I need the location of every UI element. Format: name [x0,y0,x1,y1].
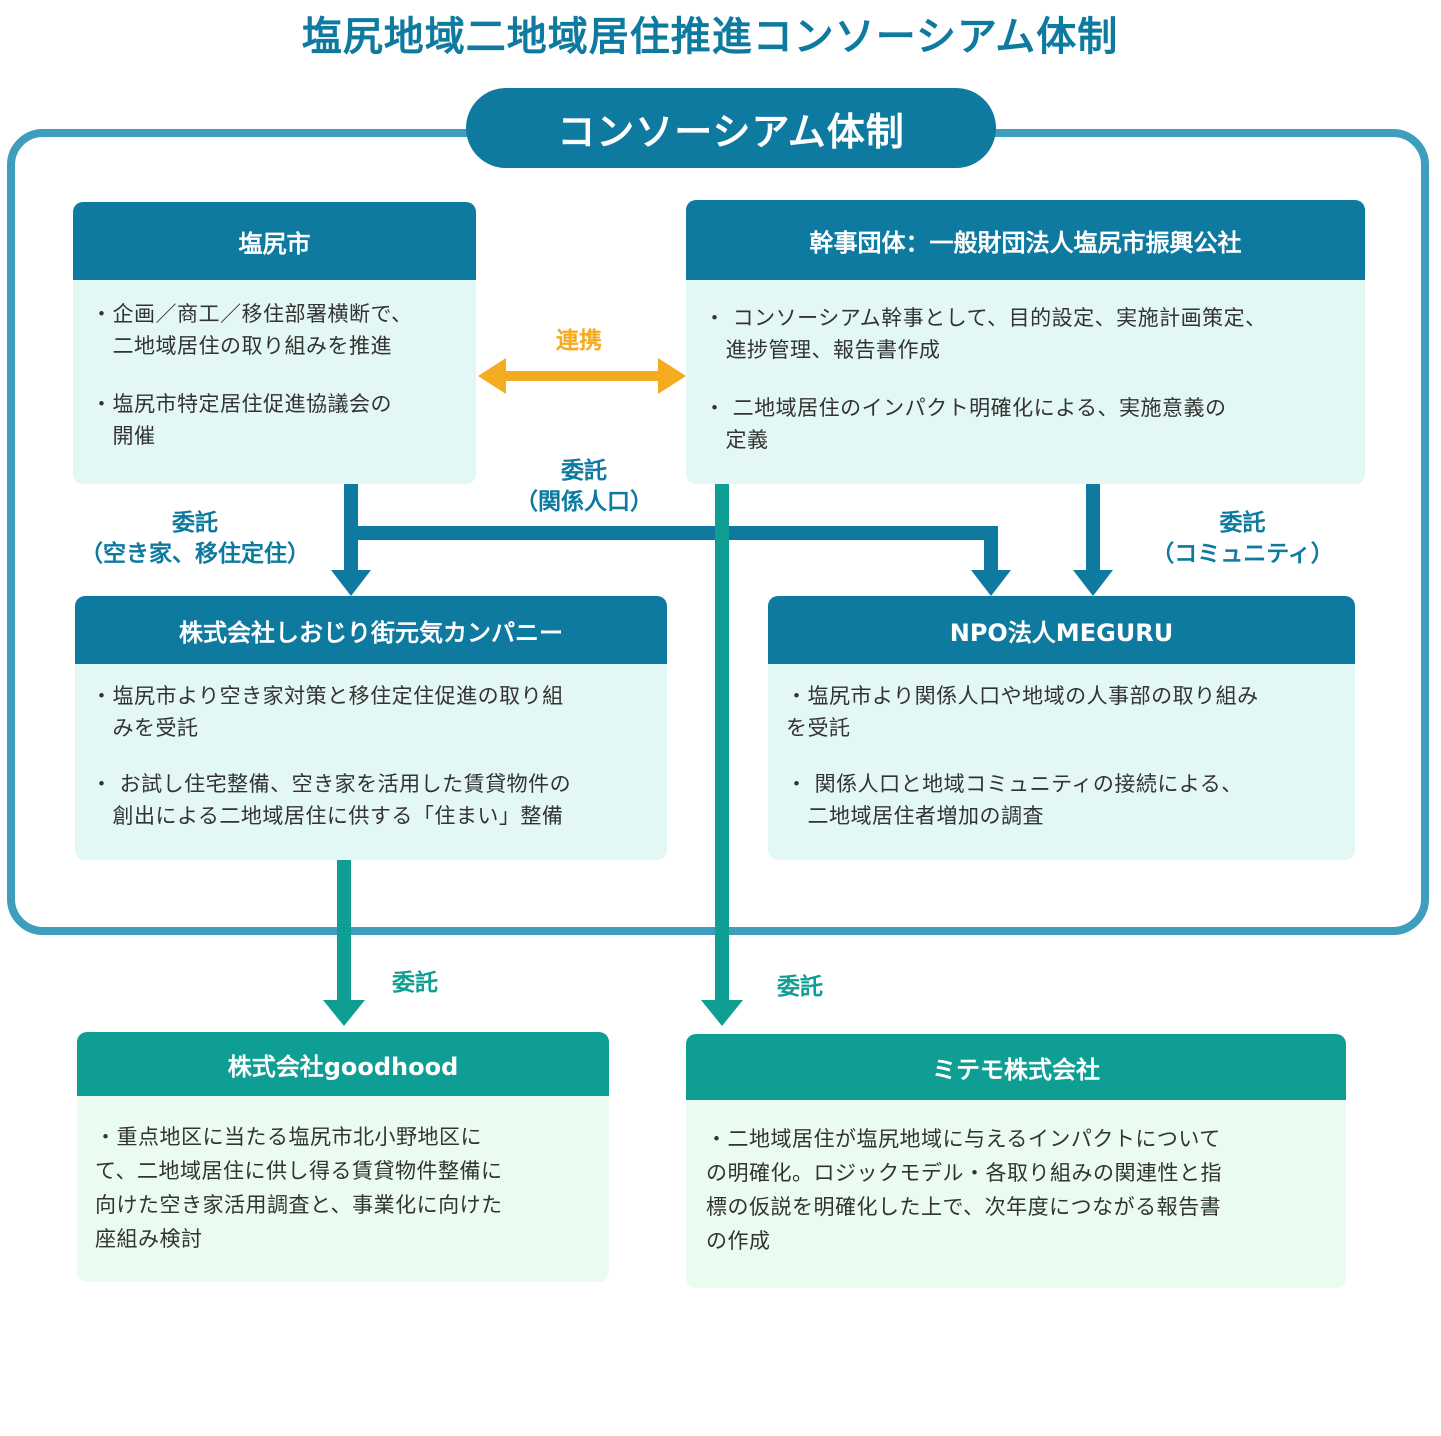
bullet-line: の明確化。ロジックモデル・各取り組みの関連性と指 [706,1161,1222,1185]
collab-label: 連携 [556,328,602,354]
bullet-line: ・ コンソーシアム幹事として、目的設定、実施計画策定、 [704,306,1267,330]
bullet-line: ・二地域居住が塩尻地域に与えるインパクトについて [706,1127,1221,1151]
arrow-secretariat-to-meguru [1073,484,1113,596]
label-to-goodhood: 委託 [392,970,438,996]
bullet-line: て、二地域居住に供し得る賃貸物件整備に [95,1159,503,1183]
arrow-to-goodhood [323,860,365,1026]
label-to-shiojiri-company: 委託 （空き家、移住定住） [60,508,330,570]
label-line: 委託 [172,510,218,536]
bullet: ・塩尻市より空き家対策と移住定住促進の取り組 みを受託 [91,680,564,744]
bullet-line: ・ 二地域居住のインパクト明確化による、実施意義の [704,396,1227,420]
label-line: 委託 [1219,510,1266,536]
bullet-line: 進捗管理、報告書作成 [704,338,941,362]
bullet-line: ・塩尻市特定居住促進協議会の [91,392,392,416]
node-title: 幹事団体：一般財団法人塩尻市振興公社 [686,200,1365,280]
bullet: ・ 関係人口と地域コミュニティの接続による、 二地域居住者増加の調査 [786,768,1243,832]
bullet-line: ・ 関係人口と地域コミュニティの接続による、 [786,772,1243,796]
label-line: （関係人口） [515,489,653,515]
consortium-label: コンソーシアム体制 [466,88,996,168]
bullet: ・企画／商工／移住部署横断で、 二地域居住の取り組みを推進 [91,298,413,362]
node-title: ミテモ株式会社 [686,1034,1346,1100]
bullet: ・塩尻市特定居住促進協議会の 開催 [91,388,392,452]
bullet: ・ お試し住宅整備、空き家を活用した賃貸物件の 創出による二地域居住に供する「住… [91,768,571,832]
bullet-line: 座組み検討 [95,1227,203,1251]
bullet-line: の作成 [706,1229,771,1253]
bullet: ・塩尻市より関係人口や地域の人事部の取り組み を受託 [786,680,1259,744]
bullet-line: 向けた空き家活用調査と、事業化に向けた [95,1193,503,1217]
bullet-line: みを受託 [91,716,199,740]
bullet: ・ コンソーシアム幹事として、目的設定、実施計画策定、 進捗管理、報告書作成 [704,302,1267,366]
bullet: ・重点地区に当たる塩尻市北小野地区に て、二地域居住に供し得る賃貸物件整備に 向… [95,1120,503,1256]
label-to-mitemo: 委託 [777,974,823,1000]
node-title: 塩尻市 [73,202,476,280]
bullet-line: 二地域居住の取り組みを推進 [91,334,392,358]
collab-arrow [478,358,686,394]
label-to-meguru-city: 委託 （関係人口） [484,456,684,518]
node-shiojiri-city: 塩尻市 ・企画／商工／移住部署横断で、 二地域居住の取り組みを推進 ・塩尻市特定… [73,202,476,484]
bullet-line: ・ お試し住宅整備、空き家を活用した賃貸物件の [91,772,572,796]
arrow-city-to-meguru [351,526,1011,596]
node-goodhood: 株式会社goodhood ・重点地区に当たる塩尻市北小野地区に て、二地域居住に… [77,1032,609,1282]
bullet-line: 二地域居住者増加の調査 [786,804,1044,828]
label-line: （空き家、移住定住） [80,541,310,567]
node-meguru: NPO法人MEGURU ・塩尻市より関係人口や地域の人事部の取り組み を受託 ・… [768,596,1355,860]
node-title: 株式会社goodhood [77,1032,609,1096]
bullet-line: 標の仮説を明確化した上で、次年度につながる報告書 [706,1195,1222,1219]
bullet-line: ・塩尻市より関係人口や地域の人事部の取り組み [786,684,1259,708]
node-secretariat: 幹事団体：一般財団法人塩尻市振興公社 ・ コンソーシアム幹事として、目的設定、実… [686,200,1365,484]
bullet-line: ・重点地区に当たる塩尻市北小野地区に [95,1125,482,1149]
bullet-line: ・塩尻市より空き家対策と移住定住促進の取り組 [91,684,564,708]
bullet-line: を受託 [786,716,851,740]
bullet-line: 創出による二地域居住に供する「住まい」整備 [91,804,564,828]
node-title: NPO法人MEGURU [768,596,1355,664]
label-line: （コミュニティ） [1151,541,1334,567]
bullet: ・ 二地域居住のインパクト明確化による、実施意義の 定義 [704,392,1227,456]
node-shiojiri-company: 株式会社しおじり街元気カンパニー ・塩尻市より空き家対策と移住定住促進の取り組 … [75,596,667,860]
label-line: 委託 [561,458,607,484]
arrow-to-mitemo [701,484,743,1026]
node-title: 株式会社しおじり街元気カンパニー [75,596,667,664]
bullet-line: 開催 [91,424,156,448]
node-mitemo: ミテモ株式会社 ・二地域居住が塩尻地域に与えるインパクトについて の明確化。ロジ… [686,1034,1346,1288]
bullet-line: ・企画／商工／移住部署横断で、 [91,302,413,326]
bullet: ・二地域居住が塩尻地域に与えるインパクトについて の明確化。ロジックモデル・各取… [706,1122,1222,1258]
main-title: 塩尻地域二地域居住推進コンソーシアム体制 [301,14,1119,60]
label-to-meguru-secretariat: 委託 （コミュニティ） [1130,508,1355,570]
bullet-line: 定義 [704,428,769,452]
